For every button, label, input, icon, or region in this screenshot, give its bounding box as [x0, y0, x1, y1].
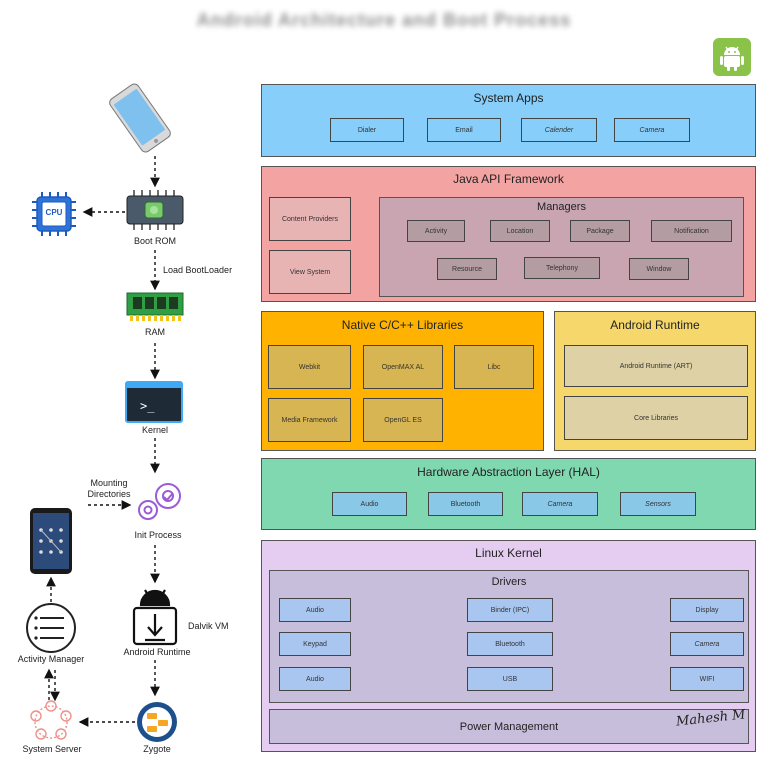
runtime-art-box: Android Runtime (ART) [564, 345, 748, 387]
hal-title: Hardware Abstraction Layer (HAL) [417, 465, 600, 479]
zygote-label: Zygote [143, 744, 171, 754]
lib-webkit: Webkit [268, 345, 351, 389]
lib-openmax: OpenMAX AL [363, 345, 443, 389]
cpu-label: CPU [45, 208, 63, 217]
android-runtime-layer: Android Runtime Android Runtime (ART) Co… [554, 311, 756, 451]
manager-resource: Resource [437, 258, 497, 280]
hal-bluetooth: Bluetooth [428, 492, 503, 516]
lib-opengl: OpenGL ES [363, 398, 443, 442]
dalvik-vm-label: Dalvik VM [188, 621, 229, 631]
mounting-directories-label: Mounting Directories [87, 478, 131, 499]
android-runtime-flow-label: Android Runtime [123, 647, 191, 657]
page-title: Android Architecture and Boot Process [196, 10, 572, 30]
manager-package: Package [570, 220, 630, 242]
power-management-box: Power Management [269, 709, 749, 744]
system-apps-title: System Apps [473, 91, 544, 105]
manager-telephony: Telephony [524, 257, 600, 279]
cpu-icon [32, 192, 76, 236]
lib-media-framework: Media Framework [268, 398, 351, 442]
drivers-group: Drivers Audio Binder (IPC) Display Keypa… [269, 570, 749, 703]
android-runtime-title: Android Runtime [610, 318, 700, 332]
managers-title: Managers [537, 201, 586, 213]
hal-audio: Audio [332, 492, 407, 516]
driver-bluetooth: Bluetooth [467, 632, 553, 656]
java-api-framework-layer: Java API Framework Content Providers Vie… [261, 166, 756, 302]
app-email: Email [427, 118, 501, 142]
drivers-title: Drivers [491, 576, 527, 588]
manager-location: Location [490, 220, 550, 242]
driver-keypad: Keypad [279, 632, 351, 656]
activity-manager-label: Activity Manager [17, 654, 85, 664]
driver-wifi: WIFI [670, 667, 744, 691]
android-logo-badge [713, 38, 751, 76]
boot-rom-chip-icon [126, 190, 184, 230]
ram-label: RAM [145, 327, 165, 337]
svg-text:>_: >_ [140, 399, 155, 413]
driver-display: Display [670, 598, 744, 622]
hal-sensors: Sensors [620, 492, 696, 516]
linux-kernel-layer: Linux Kernel Drivers Audio Binder (IPC) … [261, 540, 756, 752]
driver-audio-2: Audio [279, 667, 351, 691]
manager-activity: Activity [407, 220, 465, 242]
driver-audio: Audio [279, 598, 351, 622]
android-robot-icon [720, 46, 744, 71]
driver-usb: USB [467, 667, 553, 691]
zygote-icon [137, 702, 177, 742]
app-dialer: Dialer [330, 118, 404, 142]
content-providers-box: Content Providers [269, 197, 351, 241]
native-libraries-layer: Native C/C++ Libraries Webkit OpenMAX AL… [261, 311, 544, 451]
linux-kernel-title: Linux Kernel [475, 546, 542, 560]
view-system-box: View System [269, 250, 351, 294]
boot-rom-label: Boot ROM [133, 236, 176, 246]
terminal-icon: >_ [125, 381, 183, 423]
app-camera: Camera [614, 118, 690, 142]
native-libraries-title: Native C/C++ Libraries [341, 318, 464, 332]
load-bootloader-label: Load BootLoader [163, 265, 233, 275]
app-calendar: Calender [521, 118, 597, 142]
init-process-gears-icon [138, 483, 181, 520]
system-server-label: System Server [22, 744, 82, 754]
java-api-title: Java API Framework [453, 172, 564, 186]
runtime-core-libraries-box: Core Libraries [564, 396, 748, 440]
managers-group: Managers Activity Location Package Notif… [379, 197, 744, 297]
driver-camera: Camera [670, 632, 744, 656]
ram-module-icon [126, 292, 184, 321]
system-server-network-icon [30, 700, 72, 740]
smartphone-icon [109, 83, 171, 153]
activity-manager-icon [26, 603, 76, 653]
manager-notification: Notification [651, 220, 732, 242]
hal-camera: Camera [522, 492, 598, 516]
kernel-label: Kernel [141, 425, 168, 435]
manager-window: Window [629, 258, 689, 280]
lib-libc: Libc [454, 345, 534, 389]
system-apps-layer: System Apps Dialer Email Calender Camera [261, 84, 756, 157]
init-process-label: Init Process [134, 530, 182, 540]
lockscreen-phone-icon [30, 508, 72, 574]
driver-binder: Binder (IPC) [467, 598, 553, 622]
android-runtime-icon [132, 589, 178, 646]
boot-flow-graphics: >_ [26, 83, 184, 742]
hal-layer: Hardware Abstraction Layer (HAL) Audio B… [261, 458, 756, 530]
